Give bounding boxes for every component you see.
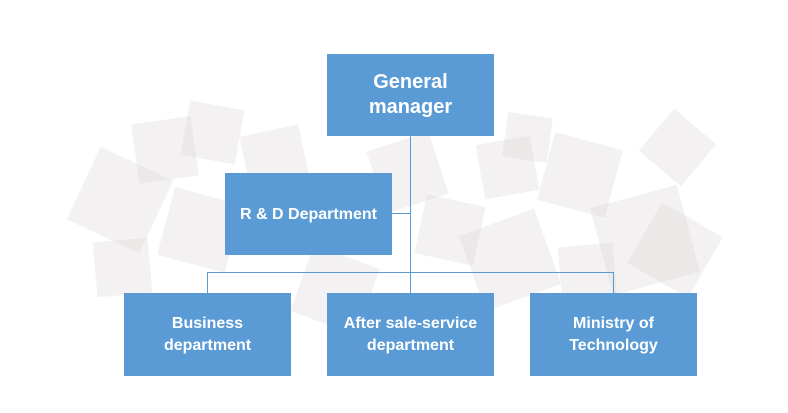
node-ministry-of-technology: Ministry of Technology <box>530 293 697 376</box>
connector-root-trunk <box>410 136 411 272</box>
node-rd-department-label: R & D Department <box>240 205 377 223</box>
node-business-department: Business department <box>124 293 291 376</box>
connector-staff-branch <box>392 213 410 214</box>
node-rd-department: R & D Department <box>225 173 392 255</box>
node-general-manager: General manager <box>327 54 494 136</box>
node-after-sale-service-department: After sale-service department <box>327 293 494 376</box>
node-general-manager-label: General manager <box>368 71 453 118</box>
connector-after-sale-drop <box>410 272 411 293</box>
node-after-sale-service-department-label: After sale-service department <box>343 314 478 354</box>
node-ministry-of-technology-label: Ministry of Technology <box>569 314 658 354</box>
connector-business-drop <box>207 272 208 293</box>
node-business-department-label: Business department <box>163 314 252 354</box>
connector-ministry-drop <box>613 272 614 293</box>
